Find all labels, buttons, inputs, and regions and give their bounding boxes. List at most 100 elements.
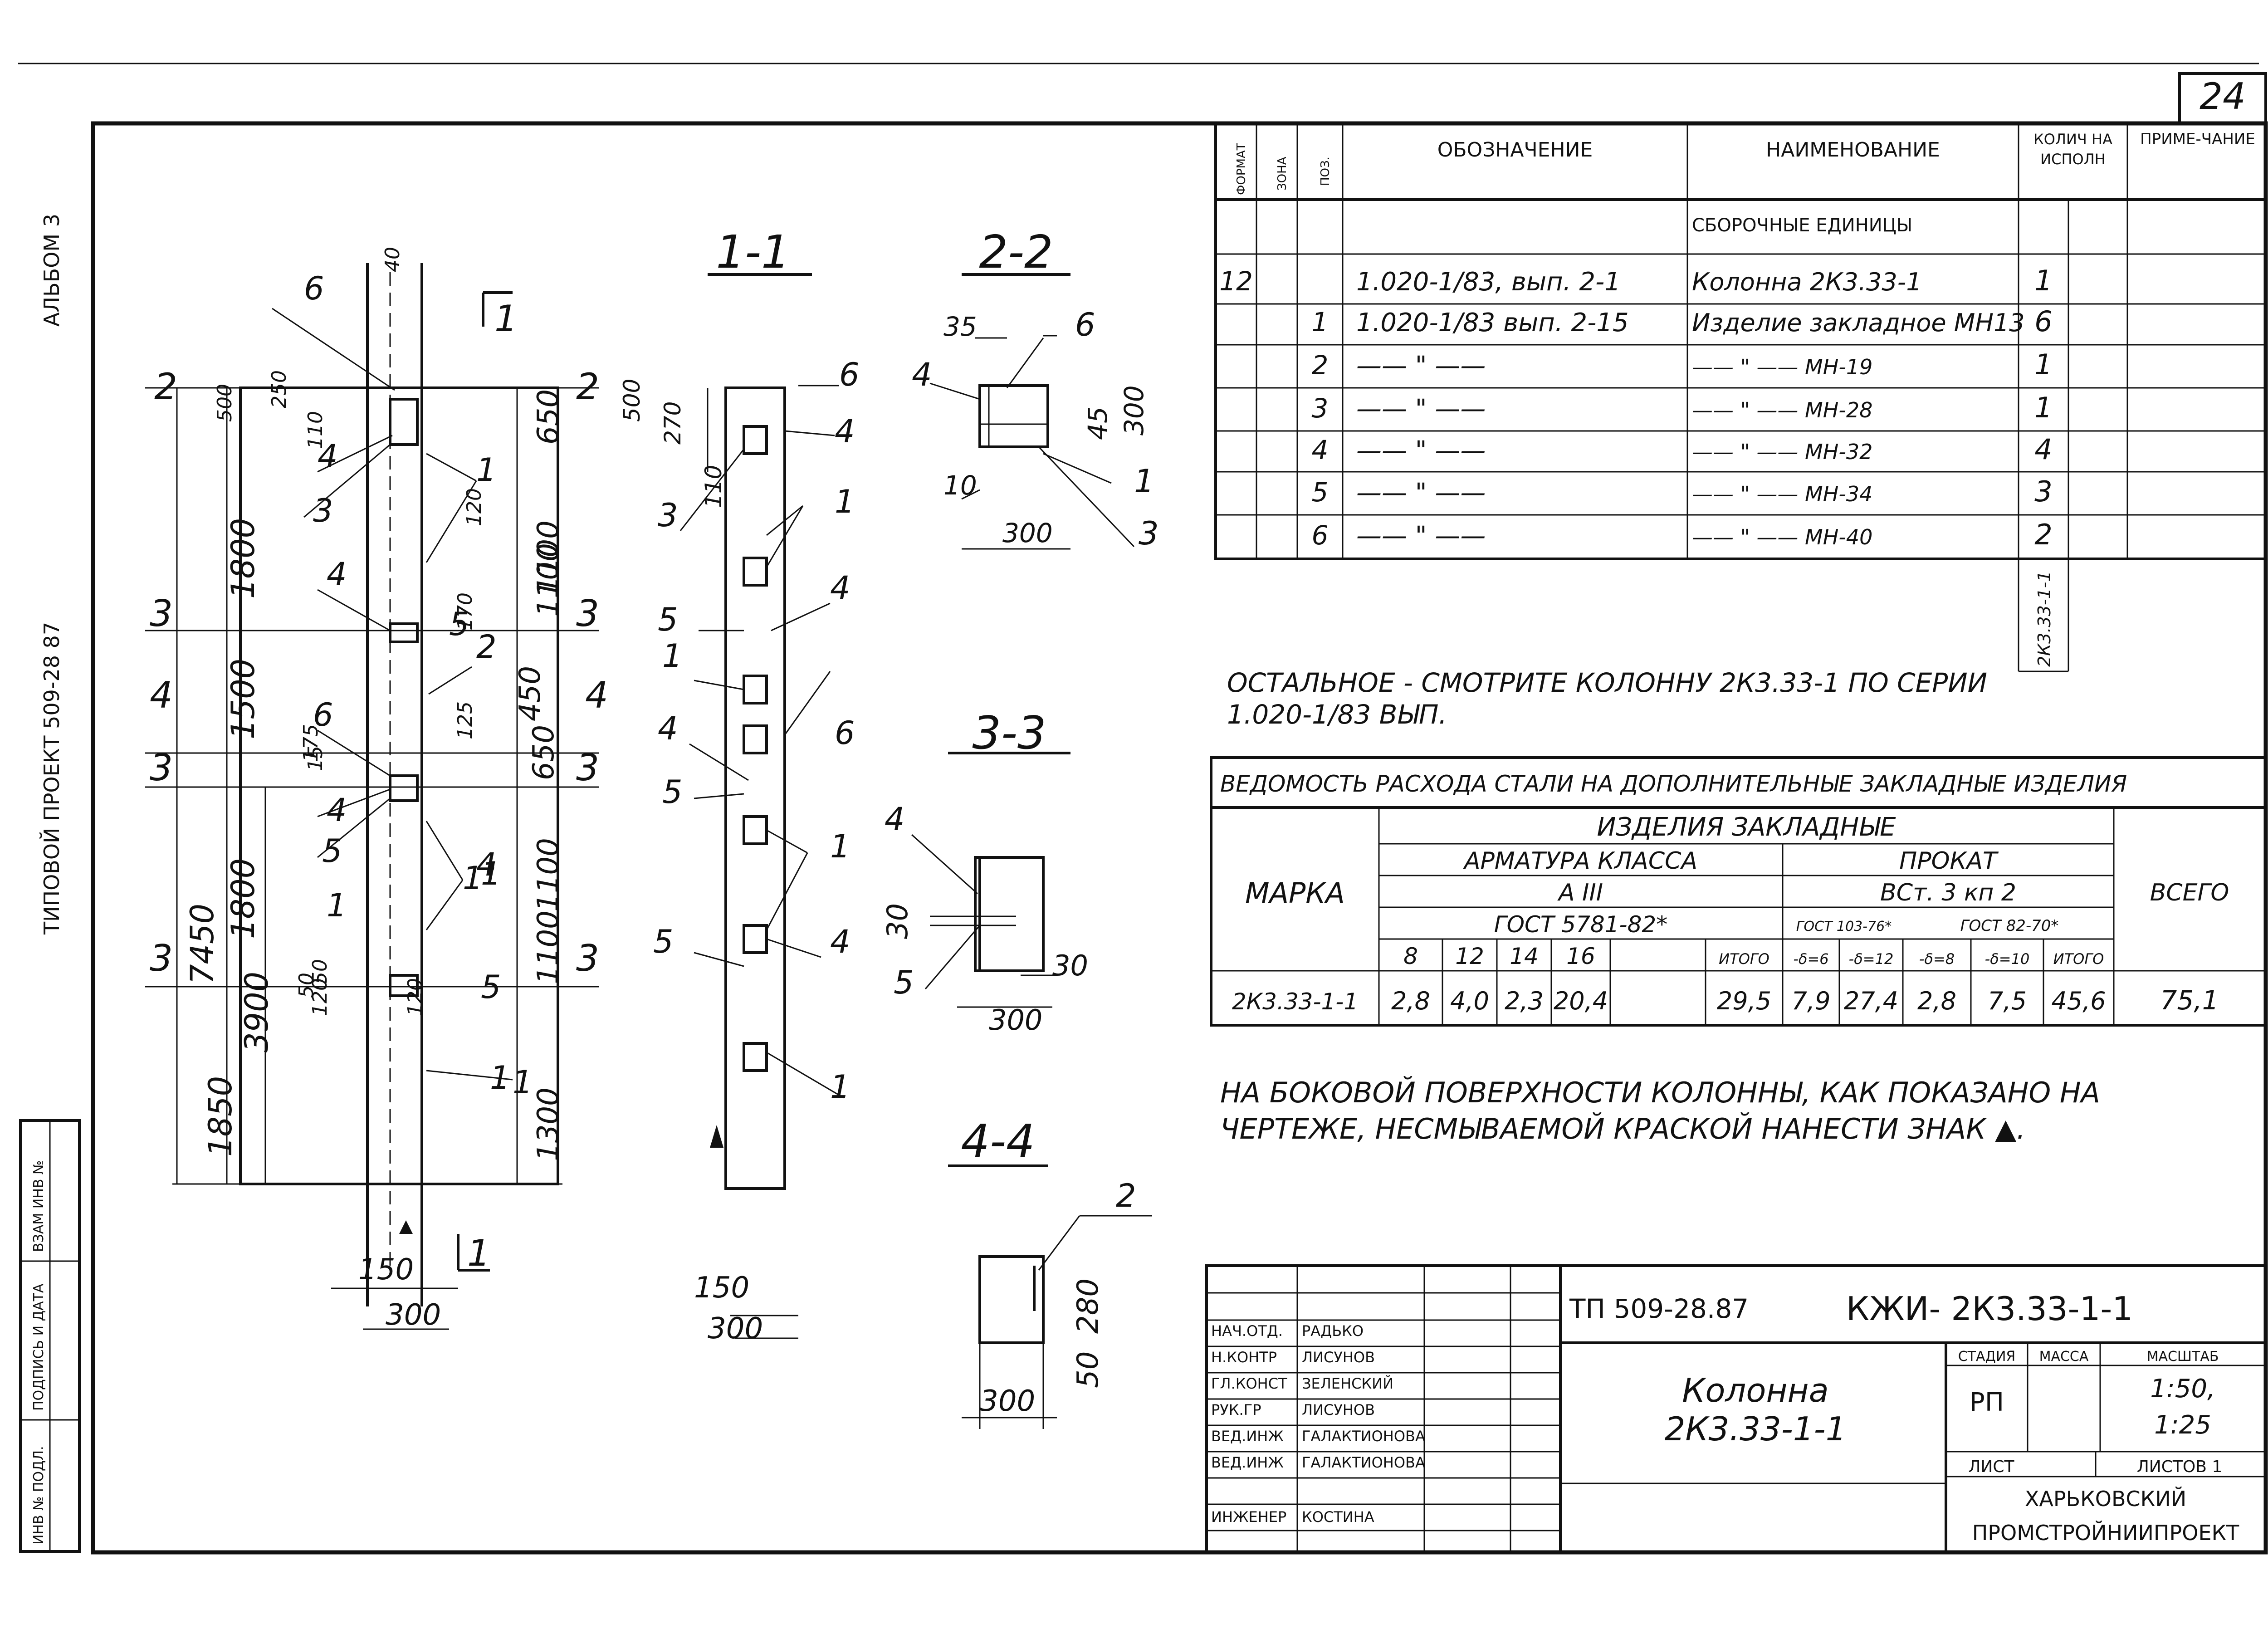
section-1-1 (679, 273, 844, 1339)
s22-dim: 10 (943, 470, 977, 501)
note2-line1: НА БОКОВОЙ ПОВЕРХНОСТИ КОЛОННЫ, КАК ПОКА… (1220, 1076, 2100, 1109)
section-mark: 4 (150, 674, 173, 716)
callout: 5 (481, 969, 501, 1006)
spec-row-qty: 2 (2034, 518, 2052, 551)
spec-row-pos: 2 (1312, 350, 1329, 381)
dim-right: 1100 (532, 910, 565, 984)
stamp-inv: ИНВ № ПОДЛ. (31, 1446, 47, 1545)
stamp-vzam: ВЗАМ ИНВ № (31, 1160, 47, 1252)
dim-right: 1300 (532, 1087, 565, 1161)
sheet-number: 24 (2200, 75, 2246, 117)
s44-dim: 300 (980, 1384, 1035, 1418)
s11-callout: 5 (653, 923, 674, 960)
cut-mark-bottom: 1 (467, 1232, 490, 1274)
steel-subcol: 16 (1566, 943, 1595, 969)
dim-small: 170 (454, 592, 477, 631)
steel-subcol: 12 (1455, 943, 1484, 969)
dim-small: 50 (308, 959, 332, 984)
spec-h-pos: ПОЗ. (1319, 157, 1332, 186)
steel-cell: 4,0 (1450, 987, 1489, 1015)
spec-row-name: —— " —— МН-40 (1692, 525, 1872, 549)
tb-code: КЖИ- 2К3.33-1-1 (1846, 1290, 2133, 1328)
dim-left: 1850 (202, 1076, 239, 1157)
steel-rolled: ПРОКАТ (1899, 847, 1999, 875)
callout: 5 (322, 832, 342, 870)
tb-person-name: КОСТИНА (1302, 1508, 1374, 1526)
section-2-2-title: 2-2 (979, 225, 1053, 279)
s22-callout: 1 (1134, 463, 1154, 500)
s33-dim: 30 (1052, 949, 1088, 982)
callout: 1 (513, 1064, 533, 1101)
title-block: ТП 509-28.87 КЖИ- 2К3.33-1-1 Колонна 2К3… (1205, 1264, 2267, 1554)
steel-subcol: ИТОГО (1719, 950, 1769, 968)
tb-person-name: ГАЛАКТИОНОВА (1302, 1428, 1425, 1445)
spec-row-qty: 1 (2034, 264, 2052, 297)
steel-cell: 45,6 (2051, 987, 2106, 1015)
section-mark: 3 (150, 747, 173, 789)
s11-dim: 150 (694, 1271, 749, 1305)
s11-callout: 3 (658, 497, 678, 534)
steel-row-mark: 2К3.33-1-1 (1232, 988, 1358, 1015)
steel-cell: 27,4 (1844, 987, 1898, 1015)
s44-callout: 2 (1116, 1177, 1136, 1214)
tb-name-1: Колонна (1682, 1371, 1829, 1409)
side-album: АЛЬБОМ 3 (39, 214, 64, 327)
s44-dim: 280 (1071, 1278, 1105, 1334)
section-3-3 (911, 752, 1070, 1008)
section-mark: 3 (576, 747, 599, 789)
s22-callout: 6 (1075, 306, 1095, 343)
stamp-podpis: ПОДПИСЬ И ДАТА (31, 1283, 47, 1411)
tb-project: ТП 509-28.87 (1569, 1293, 1749, 1324)
callout: 1 (481, 855, 501, 892)
s11-callout: 4 (830, 923, 850, 960)
spec-row-designation: —— " —— (1356, 351, 1486, 381)
steel-title: ВЕДОМОСТЬ РАСХОДА СТАЛИ НА ДОПОЛНИТЕЛЬНЫ… (1220, 771, 2127, 797)
spec-row-designation: —— " —— (1356, 436, 1486, 465)
spec-variant: 2К3.33-1-1 (2034, 571, 2054, 667)
section-4-4-title: 4-4 (961, 1115, 1035, 1168)
s11-callout: 1 (662, 637, 683, 675)
spec-row-designation: —— " —— (1356, 478, 1486, 508)
dim-left: 1800 (225, 518, 262, 599)
steel-total-h: ВСЕГО (2150, 879, 2229, 906)
spec-row-name: —— " —— МН-32 (1692, 440, 1872, 464)
dim-right: 1100 (532, 520, 565, 594)
callout: 6 (313, 696, 333, 734)
spec-row-qty: 3 (2034, 475, 2052, 508)
steel-cell: 20,4 (1554, 987, 1608, 1015)
side-project: ТИПОВОЙ ПРОЕКТ 509-28 87 (39, 622, 64, 935)
tb-scale-h: МАСШТАБ (2147, 1349, 2219, 1365)
steel-rebar-grade: А III (1557, 879, 1603, 906)
callout: 4 (327, 556, 347, 593)
s11-dim: 270 (660, 401, 686, 445)
spec-row-pos: 6 (1312, 520, 1329, 551)
dim-left: 3900 (238, 972, 275, 1052)
side-stamp: ВЗАМ ИНВ № ПОДПИСЬ И ДАТА ИНВ № ПОДЛ. (19, 1119, 81, 1553)
s33-callout: 4 (885, 801, 905, 838)
tb-person-role: Н.КОНТР (1211, 1349, 1277, 1366)
spec-row-designation: 1.020-1/83, вып. 2-1 (1356, 267, 1621, 297)
s22-callout: 3 (1139, 515, 1159, 552)
tb-mass-h: МАССА (2039, 1349, 2089, 1365)
dim-bottom: 300 (386, 1298, 441, 1332)
note2-line2: ЧЕРТЕЖЕ, НЕСМЫВАЕМОЙ КРАСКОЙ НАНЕСТИ ЗНА… (1220, 1112, 2025, 1145)
spec-h-qty-wrap: КОЛИЧ НА ИСПОЛН (2033, 131, 2112, 168)
section-mark: 3 (576, 592, 599, 635)
tb-person-role: ИНЖЕНЕР (1211, 1508, 1286, 1526)
dim-right: 450 (513, 666, 547, 721)
spec-h-format: ФОРМАТ (1235, 143, 1248, 195)
steel-group: ИЗДЕЛИЯ ЗАКЛАДНЫЕ (1597, 812, 1896, 842)
section-mark: 3 (576, 937, 599, 979)
marker-triangle (399, 1220, 413, 1234)
tb-stage-h: СТАДИЯ (1958, 1349, 2016, 1365)
section-3-3-title: 3-3 (972, 706, 1046, 759)
elevation-view (145, 263, 599, 1330)
dim-small: 15 (304, 746, 327, 771)
tb-person-role: РУК.ГР (1211, 1401, 1261, 1419)
dim-small: 120 (308, 978, 332, 1016)
spec-row-name: —— " —— МН-34 (1692, 482, 1872, 506)
